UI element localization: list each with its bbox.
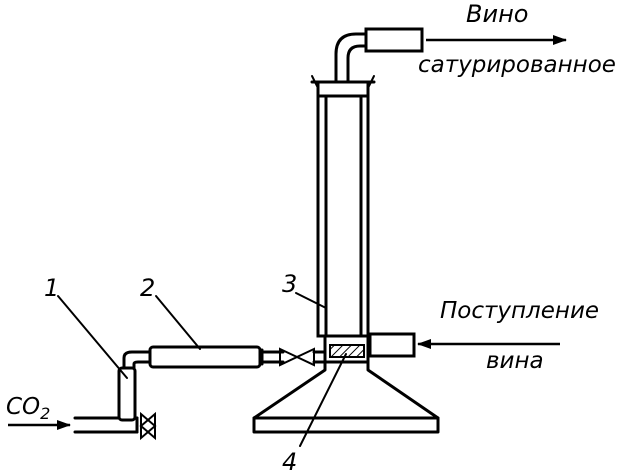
wine-in-label-line1: Поступление bbox=[440, 298, 599, 324]
part-4-label: 4 bbox=[282, 448, 297, 475]
wine-out-label-line1: Вино bbox=[466, 0, 528, 28]
part-1-label: 1 bbox=[44, 274, 59, 302]
part-2-label: 2 bbox=[140, 274, 155, 302]
gas-pipe-2 bbox=[146, 345, 285, 369]
porous-sparger-4 bbox=[323, 334, 370, 364]
saturation-column-3 bbox=[310, 75, 376, 338]
wine-out-label-line2: сатурированное bbox=[418, 52, 616, 78]
drain-valve-icon bbox=[139, 411, 157, 441]
outlet-pipe bbox=[334, 27, 424, 84]
filter-column-1 bbox=[117, 350, 150, 422]
wine-inlet-pipe bbox=[368, 332, 416, 358]
gas-inlet-label: CO2 bbox=[6, 394, 50, 423]
leader-lines bbox=[57, 292, 347, 447]
part-3-label: 3 bbox=[282, 270, 297, 298]
gas-pipe-to-column bbox=[312, 350, 327, 364]
gas-valve-icon bbox=[279, 347, 315, 367]
conical-base bbox=[252, 360, 440, 434]
wine-in-label-line2: вина bbox=[486, 348, 544, 374]
